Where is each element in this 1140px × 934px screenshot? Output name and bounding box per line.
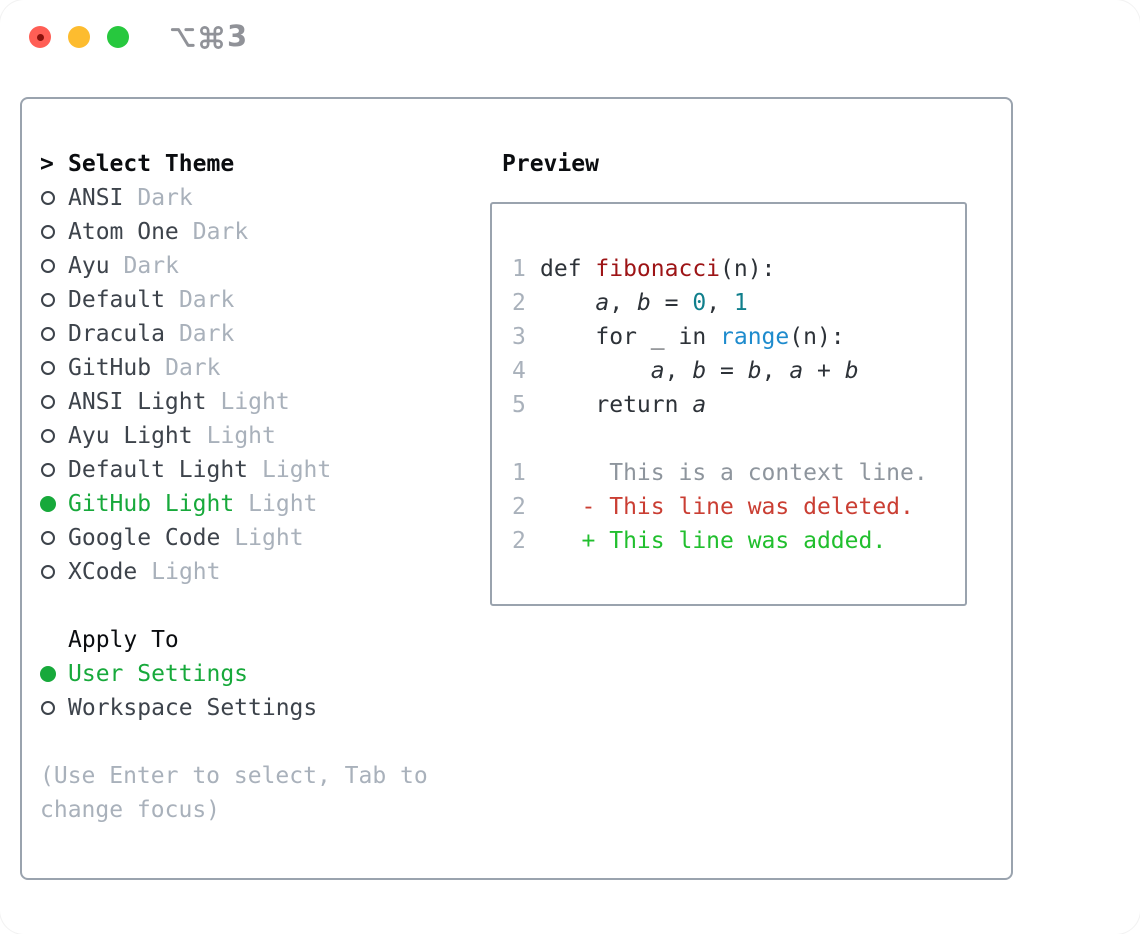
variant-badge: Light	[248, 491, 318, 517]
option-name: Dracula	[68, 321, 165, 347]
line-number: 2	[512, 528, 526, 554]
minimize-button[interactable]	[68, 26, 90, 48]
radio-icon	[41, 225, 55, 239]
prompt-icon: >	[40, 151, 54, 177]
apply-option[interactable]: User Settings	[40, 657, 428, 691]
radio-icon	[41, 259, 55, 273]
radio-icon	[41, 565, 55, 579]
radio-icon	[41, 463, 55, 477]
variant-badge: Dark	[165, 355, 221, 381]
radio-selected-icon	[40, 496, 56, 512]
apply-to-label: Apply To	[68, 627, 179, 653]
theme-option[interactable]: Default Dark	[40, 283, 428, 317]
theme-option[interactable]: Atom One Dark	[40, 215, 428, 249]
option-name: User Settings	[68, 661, 249, 687]
theme-option[interactable]: ANSI Dark	[40, 181, 428, 215]
variant-badge: Dark	[178, 287, 235, 313]
line-number: 3	[512, 324, 526, 350]
theme-option[interactable]: Dracula Dark	[40, 317, 428, 351]
radio-icon	[41, 293, 55, 307]
option-name: ANSI	[68, 185, 124, 211]
titlebar: 3	[29, 21, 247, 50]
option-name: GitHub	[68, 355, 152, 381]
radio-icon	[41, 531, 55, 545]
variant-badge: Light	[151, 559, 221, 585]
theme-option[interactable]: Google Code Light	[40, 521, 428, 555]
close-dot-icon	[36, 33, 44, 41]
theme-option[interactable]: Default Light Light	[40, 453, 428, 487]
option-name: Google Code	[68, 525, 221, 551]
hint-line: (Use Enter to select, Tab to	[40, 763, 428, 789]
option-name: Default Light	[68, 457, 249, 483]
theme-option[interactable]: Ayu Dark	[40, 249, 428, 283]
variant-badge: Light	[206, 423, 276, 449]
theme-option[interactable]: Ayu Light Light	[40, 419, 428, 453]
preview-line: 4 a, b = b, a + b	[512, 354, 965, 388]
option-name: XCode	[68, 559, 138, 585]
shortcut-number: 3	[227, 18, 248, 53]
variant-badge: Dark	[123, 253, 179, 279]
theme-option[interactable]: ANSI Light Light	[40, 385, 428, 419]
variant-badge: Dark	[178, 321, 235, 347]
theme-option[interactable]: GitHub Dark	[40, 351, 428, 385]
diff-preview-block: 1 This is a context line.2 - This line w…	[512, 456, 965, 558]
preview-line: 2 - This line was deleted.	[512, 490, 965, 524]
preview-line: 3 for _ in range(n):	[512, 320, 965, 354]
apply-option[interactable]: Workspace Settings	[40, 691, 428, 725]
radio-icon	[41, 191, 55, 205]
line-number: 5	[512, 392, 526, 418]
close-button[interactable]	[29, 26, 51, 48]
apply-to-header: Apply To	[40, 623, 428, 657]
radio-icon	[41, 429, 55, 443]
preview-line: 2 + This line was added.	[512, 524, 965, 558]
variant-badge: Dark	[137, 185, 193, 211]
theme-option[interactable]: XCode Light	[40, 555, 428, 589]
radio-icon	[41, 327, 55, 341]
option-name: Atom One	[68, 219, 179, 245]
option-name: Ayu	[68, 253, 110, 279]
option-name: Ayu Light	[68, 423, 193, 449]
radio-icon	[41, 361, 55, 375]
option-name: ANSI Light	[68, 389, 207, 415]
line-number: 2	[512, 494, 526, 520]
line-number: 1	[512, 256, 526, 282]
option-name: GitHub Light	[68, 491, 235, 517]
radio-icon	[41, 395, 55, 409]
radio-selected-icon	[40, 666, 56, 682]
window-title-shortcut: 3	[169, 18, 248, 53]
option-name: Workspace Settings	[68, 695, 318, 721]
variant-badge: Light	[234, 525, 304, 551]
keyboard-hint: (Use Enter to select, Tab to change focus…	[40, 759, 428, 827]
variant-badge: Light	[262, 457, 332, 483]
preview-line: 2 a, b = 0, 1	[512, 286, 965, 320]
variant-badge: Dark	[192, 219, 249, 245]
line-number: 1	[512, 460, 526, 486]
command-icon	[200, 25, 223, 49]
radio-icon	[41, 701, 55, 715]
select-theme-label: Select Theme	[68, 151, 235, 177]
variant-badge: Light	[220, 389, 290, 415]
option-name: Default	[68, 287, 165, 313]
preview-label: Preview	[502, 151, 599, 177]
zoom-button[interactable]	[107, 26, 129, 48]
list-spacer	[40, 589, 428, 623]
option-icon	[170, 27, 195, 47]
theme-option[interactable]: GitHub Light Light	[40, 487, 428, 521]
hint-line: change focus)	[40, 797, 221, 823]
preview-line: 5 return a	[512, 388, 965, 422]
line-number: 2	[512, 290, 526, 316]
preview-line: 1 This is a context line.	[512, 456, 965, 490]
line-number: 4	[512, 358, 526, 384]
select-theme-header: > Select Theme	[40, 147, 428, 181]
